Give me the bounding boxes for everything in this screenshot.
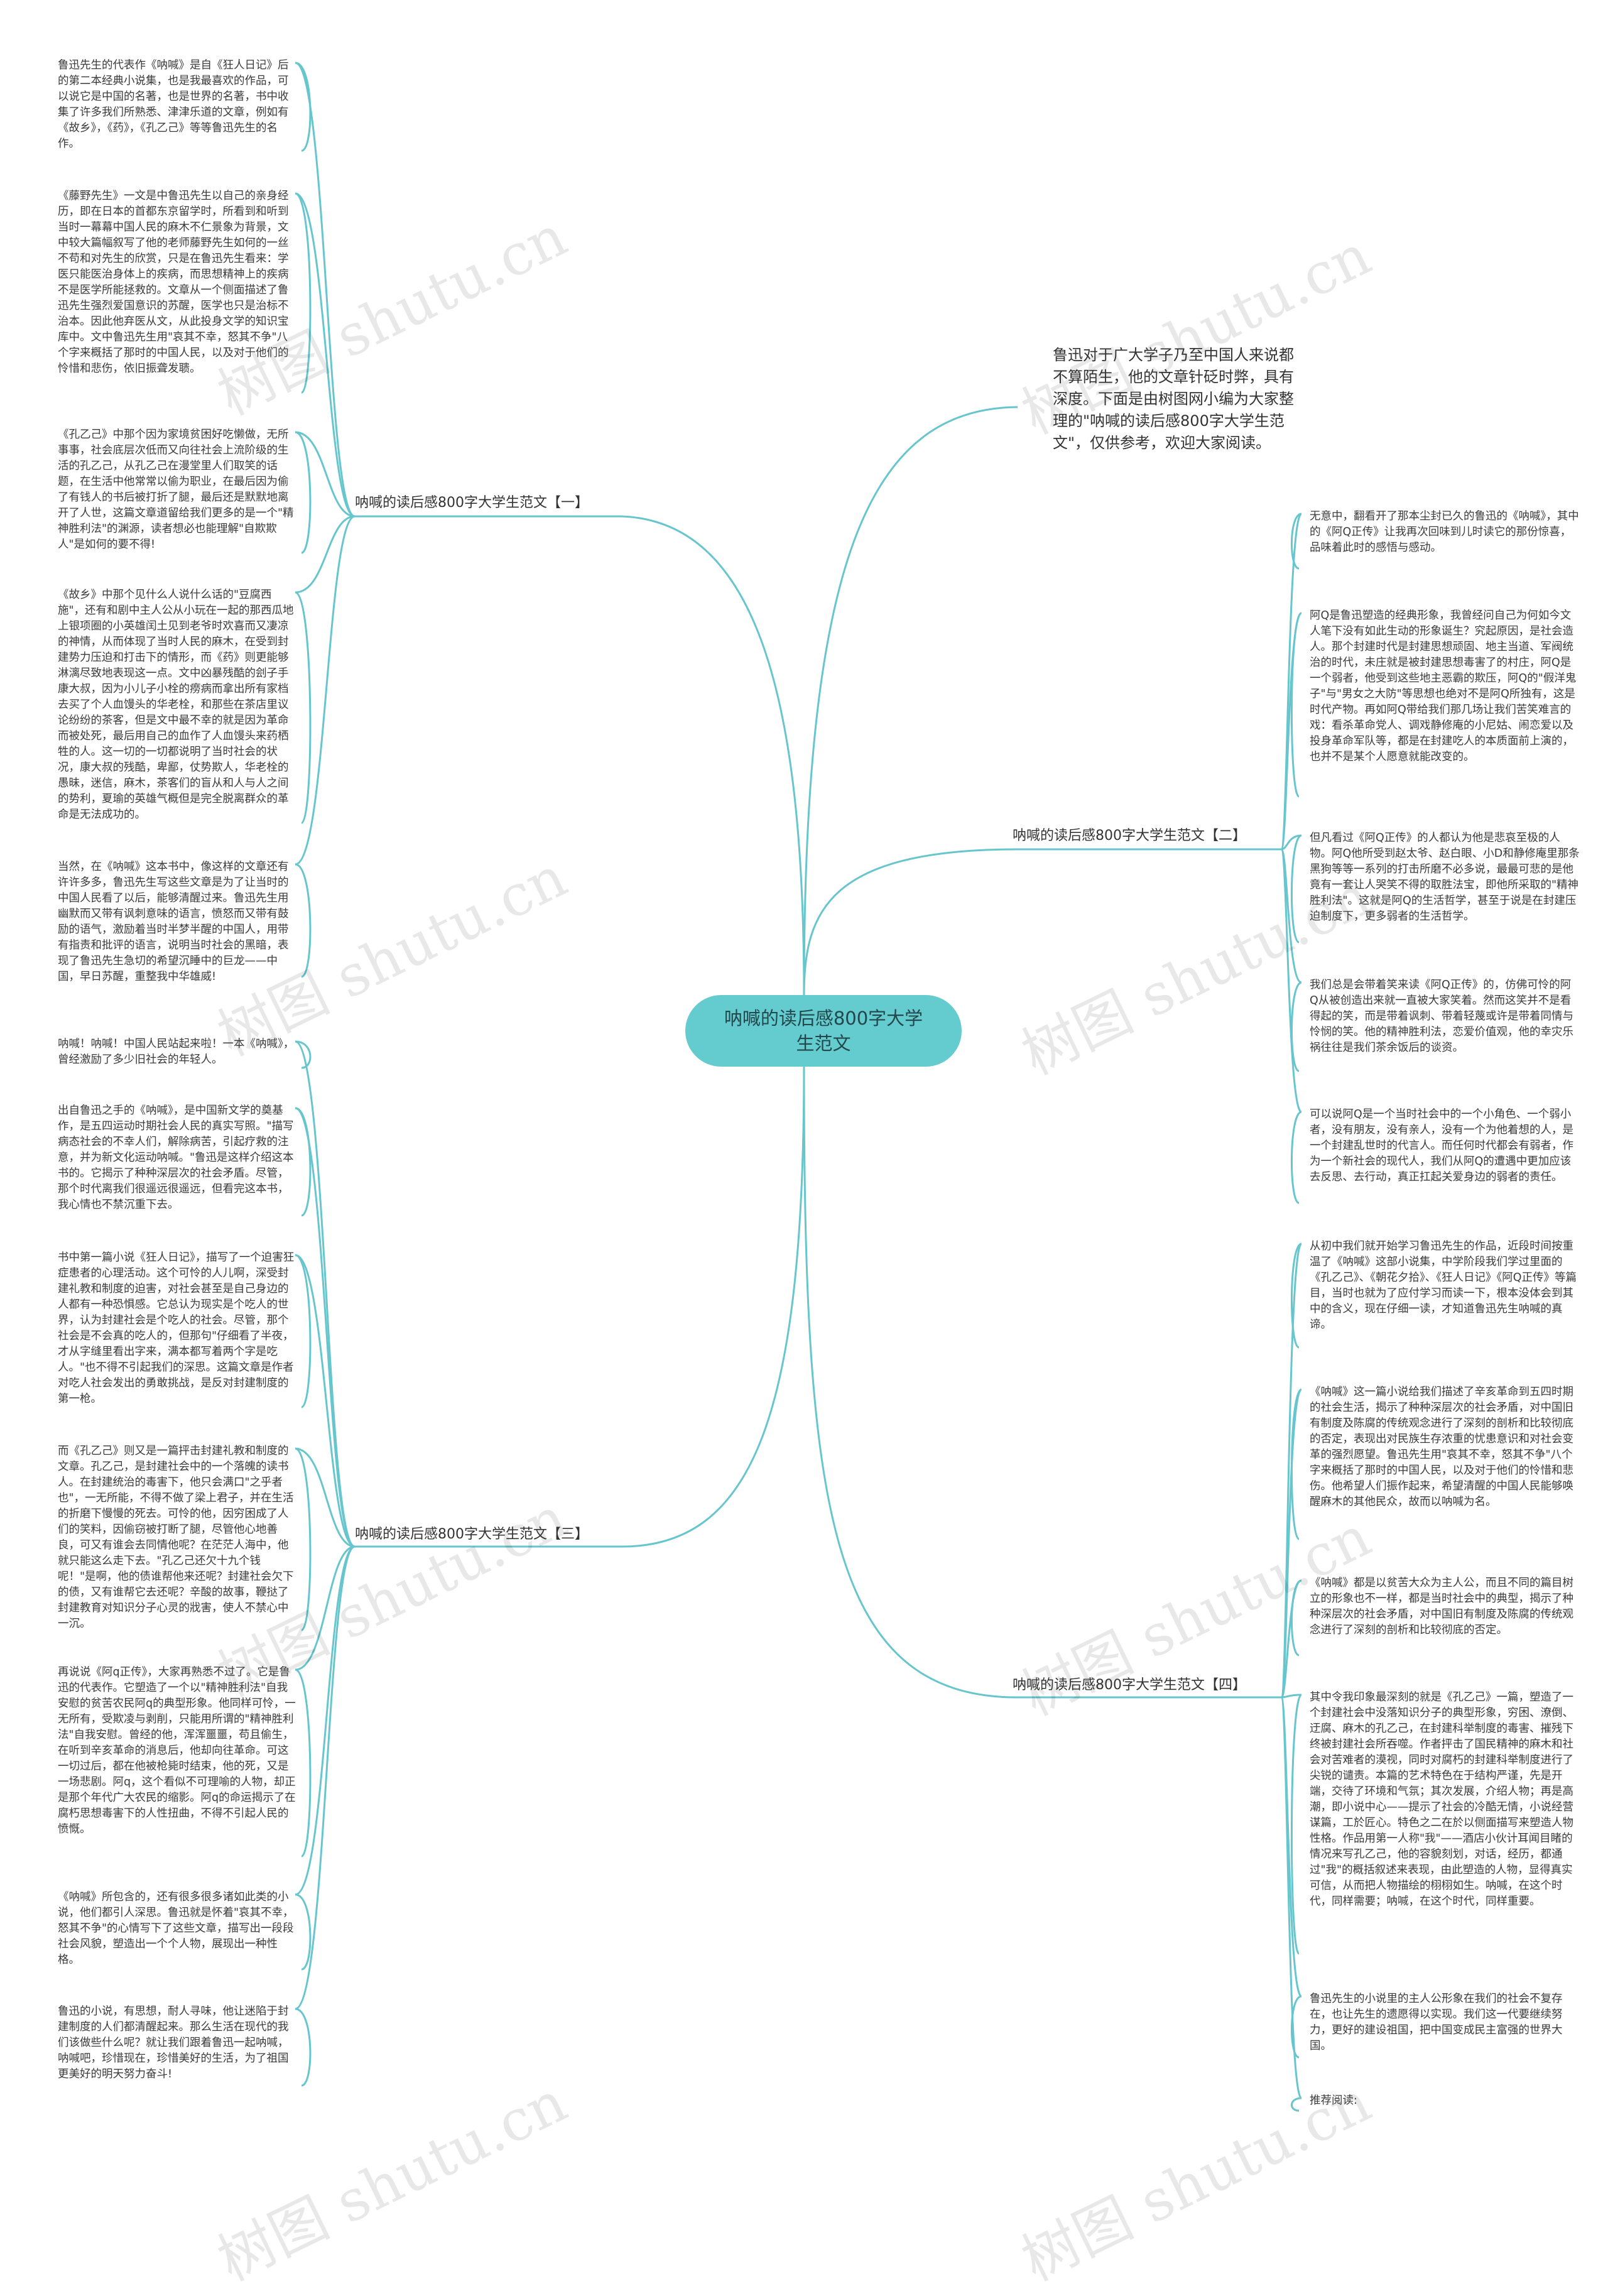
leaf-node[interactable]: 《呐喊》都是以贫苦大众为主人公，而且不同的篇目树立的形象也不一样，都是当时社会中… bbox=[1310, 1577, 1573, 1636]
connector-line bbox=[295, 192, 312, 394]
connector-line bbox=[295, 192, 356, 518]
connector-line bbox=[295, 515, 356, 594]
leaf-node[interactable]: 书中第一篇小说《狂人日记》，描写了一个迫害狂症患者的心理活动。这个可怜的人儿啊，… bbox=[58, 1251, 295, 1405]
leaf-node[interactable]: 阿Q是鲁迅塑造的经典形象，我曾经问自己为何如今文人笔下没有如此生动的形象诞生？究… bbox=[1310, 609, 1577, 763]
connector-line bbox=[803, 406, 1018, 996]
connector-line bbox=[1290, 834, 1302, 944]
leaf-node[interactable]: 从初中我们就开始学习鲁迅先生的作品，近段时间按重温了《呐喊》这部小说集，中学阶段… bbox=[1310, 1240, 1577, 1331]
connector-line bbox=[295, 1893, 312, 1971]
connector-line bbox=[295, 1254, 312, 1408]
connector-line bbox=[295, 591, 312, 824]
leaf-node[interactable]: 鲁迅先生的小说里的主人公形象在我们的社会不复存在，也让先生的遗愿得以实现。我们这… bbox=[1310, 1993, 1563, 2052]
connector-line bbox=[1291, 2097, 1302, 2112]
connector-line bbox=[803, 848, 1018, 996]
connector-line bbox=[295, 431, 312, 554]
intro-node[interactable]: 鲁迅对于广大学子乃至中国人来说都不算陌生，他的文章针砭时弊，具有深度。下面是由树… bbox=[1053, 346, 1294, 452]
connector-line bbox=[803, 1066, 1018, 1699]
connector-line bbox=[1291, 513, 1302, 570]
connector-line bbox=[1290, 612, 1303, 798]
leaf-node[interactable]: 而《孔乙己》则又是一篇抨击封建礼教和制度的文章。孔乙己，是封建社会中的一个落魄的… bbox=[58, 1445, 294, 1630]
connector-line bbox=[1280, 1388, 1303, 1699]
connector-line bbox=[295, 1545, 356, 2010]
central-topic-label: 呐喊的读后感800字大学生范文 bbox=[724, 1008, 923, 1054]
connector-line bbox=[295, 515, 356, 866]
branch-four[interactable]: 呐喊的读后感800字大学生范文【四】 bbox=[1013, 1677, 1246, 1693]
branch-one[interactable]: 呐喊的读后感800字大学生范文【一】 bbox=[355, 495, 589, 511]
leaf-node[interactable]: 鲁迅先生的代表作《呐喊》是自《狂人日记》后的第二本经典小说集，也是我最喜欢的作品… bbox=[58, 59, 289, 150]
connector-line bbox=[621, 515, 805, 996]
connector-line bbox=[1281, 1694, 1302, 1699]
leaf-node[interactable]: 《藤野先生》一文是中鲁迅先生以自己的亲身经历，即在日本的首都东京留学时，所看到和… bbox=[58, 190, 289, 375]
leaf-node[interactable]: 再说说《阿q正传》，大家再熟悉不过了。它是鲁迅的代表作。它塑造了一个以"精神胜利… bbox=[58, 1666, 296, 1836]
connector-line bbox=[295, 863, 312, 978]
connector-line bbox=[1290, 1388, 1302, 1540]
connector-line bbox=[295, 1254, 356, 1548]
leaf-node[interactable]: 可以说阿Q是一个当时社会中的一个小角色、一个弱小者，没有朋友，没有亲人，没有一个… bbox=[1310, 1108, 1573, 1183]
central-topic[interactable]: 呐喊的读后感800字大学生范文 bbox=[685, 995, 962, 1067]
connector-line bbox=[295, 1107, 312, 1217]
leaf-node[interactable]: 《呐喊》所包含的，还有很多很多诸如此类的小说，他们都引人深思。鲁迅就是怀着"哀其… bbox=[58, 1891, 294, 1966]
leaf-node[interactable]: 《故乡》中那个见什么人说什么话的"豆腐西施"，还有和剧中主人公从小玩在一起的那西… bbox=[58, 589, 294, 821]
connector-lines bbox=[295, 62, 1303, 2112]
connector-line bbox=[295, 62, 356, 518]
connector-line bbox=[1280, 1696, 1303, 2099]
connector-line bbox=[1290, 1694, 1303, 1955]
connector-line bbox=[1290, 1243, 1302, 1349]
connector-line bbox=[1291, 981, 1302, 1072]
connector-line bbox=[295, 1545, 356, 1671]
connector-line bbox=[295, 2008, 312, 2087]
connector-line bbox=[1291, 1995, 1302, 2059]
connector-line bbox=[1290, 1579, 1302, 1657]
connector-line bbox=[1281, 834, 1302, 851]
leaf-node[interactable]: 推荐阅读: bbox=[1310, 2094, 1357, 2107]
leaf-node[interactable]: 但凡看过《阿Q正传》的人都认为他是悲哀至极的人物。阿Q他所受到赵太爷、赵白眼、小… bbox=[1310, 832, 1580, 923]
connector-line bbox=[295, 62, 312, 152]
leaf-node[interactable]: 我们总是会带着笑来读《阿Q正传》的，仿佛可怜的阿Q从被创造出来就一直被大家笑着。… bbox=[1310, 979, 1573, 1054]
branch-two[interactable]: 呐喊的读后感800字大学生范文【二】 bbox=[1013, 828, 1246, 844]
leaf-node[interactable]: 无意中，翻看开了那本尘封已久的鲁迅的《呐喊》，其中的《阿Q正传》让我再次回味到儿… bbox=[1310, 510, 1579, 554]
connector-line bbox=[295, 1447, 356, 1548]
leaf-node[interactable]: 《呐喊》这一篇小说给我们描述了辛亥革命到五四时期的社会生活，揭示了种种深层次的社… bbox=[1310, 1386, 1573, 1508]
leaf-node[interactable]: 出自鲁迅之手的《呐喊》，是中国新文学的奠基作，是五四运动时期社会人民的真实写照。… bbox=[58, 1104, 294, 1211]
leaf-node[interactable]: 当然，在《呐喊》这本书中，像这样的文章还有许许多多，鲁迅先生写这些文章是为了让当… bbox=[58, 861, 289, 983]
connector-line bbox=[295, 1545, 356, 1896]
connector-line bbox=[295, 1107, 356, 1548]
leaf-node[interactable]: 其中令我印象最深刻的就是《孔乙己》一篇，塑造了一个封建社会中没落知识分子的典型形… bbox=[1310, 1691, 1573, 1908]
connector-line bbox=[295, 431, 356, 518]
mindmap-canvas: 树图 shutu.cn 树图 shutu.cn 树图 shutu.cn 树图 s… bbox=[58, 59, 1580, 2294]
leaf-node[interactable]: 鲁迅的小说，有思想，耐人寻味，他让迷陷于封建制度的人们都清醒起来。那么生活在现代… bbox=[58, 2005, 289, 2081]
connector-line bbox=[621, 1066, 805, 1548]
leaf-node[interactable]: 《孔乙己》中那个因为家境贫困好吃懒做，无所事事，社会底层次低而又向往社会上流阶级… bbox=[58, 428, 294, 551]
connector-line bbox=[1291, 1111, 1302, 1204]
connector-line bbox=[295, 1447, 312, 1631]
connector-line bbox=[295, 1668, 312, 1858]
connector-line bbox=[295, 1040, 312, 1069]
connector-line bbox=[1280, 848, 1303, 1113]
leaf-node[interactable]: 呐喊！呐喊！中国人民站起来啦！一本《呐喊》，曾经激励了多少旧社会的年轻人。 bbox=[58, 1038, 295, 1066]
branch-three[interactable]: 呐喊的读后感800字大学生范文【三】 bbox=[355, 1526, 589, 1542]
